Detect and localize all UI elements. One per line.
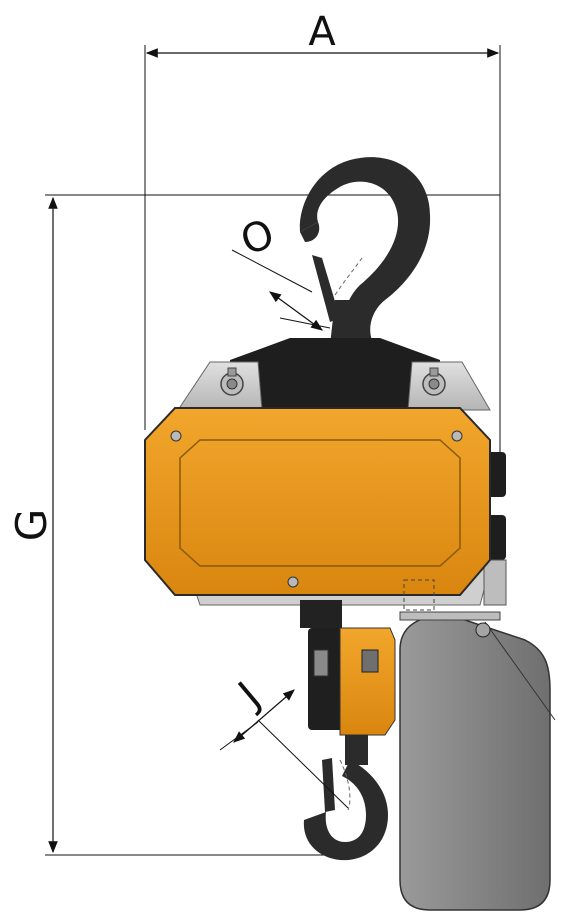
chain-bag-bracket xyxy=(399,611,501,621)
top-hook-shank xyxy=(330,300,372,345)
main-body xyxy=(144,407,491,596)
dimension-a-label: A xyxy=(308,9,336,55)
right-wing-nut-icon xyxy=(422,367,446,396)
chain-bag-mount-icon xyxy=(475,622,491,638)
dimension-g: G xyxy=(7,194,500,856)
dimension-o-ext-1 xyxy=(231,249,313,293)
dimension-o-ext-2 xyxy=(279,317,331,329)
dimension-j-label: J xyxy=(228,674,269,719)
top-hook-body xyxy=(299,157,431,340)
dimension-g-label: G xyxy=(7,509,56,542)
bottom-hook-latch xyxy=(322,758,335,812)
bottom-hook-latch-dashed xyxy=(339,759,351,811)
bottom-block-latch xyxy=(361,649,379,673)
chain-bag xyxy=(399,614,551,911)
main-body-outer xyxy=(144,407,491,596)
lower-block-neck xyxy=(300,600,342,628)
dimension-j-ext-1 xyxy=(257,719,349,809)
bottom-hook-body xyxy=(303,760,388,861)
bottom-block xyxy=(308,627,396,736)
bottom-hook xyxy=(303,735,388,861)
side-connector xyxy=(483,559,507,606)
main-body-panel xyxy=(179,439,461,567)
top-hook xyxy=(299,157,431,345)
bottom-block-orange xyxy=(339,627,396,736)
chain-bag-strap xyxy=(484,621,556,721)
right-bracket xyxy=(407,361,491,411)
left-bracket xyxy=(177,361,263,411)
top-hook-latch xyxy=(312,255,340,322)
screw-bottom-center-icon xyxy=(287,576,299,588)
left-wing-nut-icon xyxy=(220,367,244,396)
dimension-a: A xyxy=(144,9,501,480)
screw-top-left-icon xyxy=(170,430,182,442)
screw-top-right-icon xyxy=(451,430,463,442)
dimension-o-line xyxy=(269,291,323,331)
top-hook-latch-dashed xyxy=(334,257,363,296)
bottom-block-grip xyxy=(313,649,329,677)
bottom-hook-shank xyxy=(345,735,368,765)
upper-housing xyxy=(230,338,440,410)
top-hook-tip xyxy=(300,222,320,242)
dimension-o-label: O xyxy=(235,211,280,265)
chain-guide xyxy=(403,579,435,611)
dimension-j-line xyxy=(233,689,295,743)
